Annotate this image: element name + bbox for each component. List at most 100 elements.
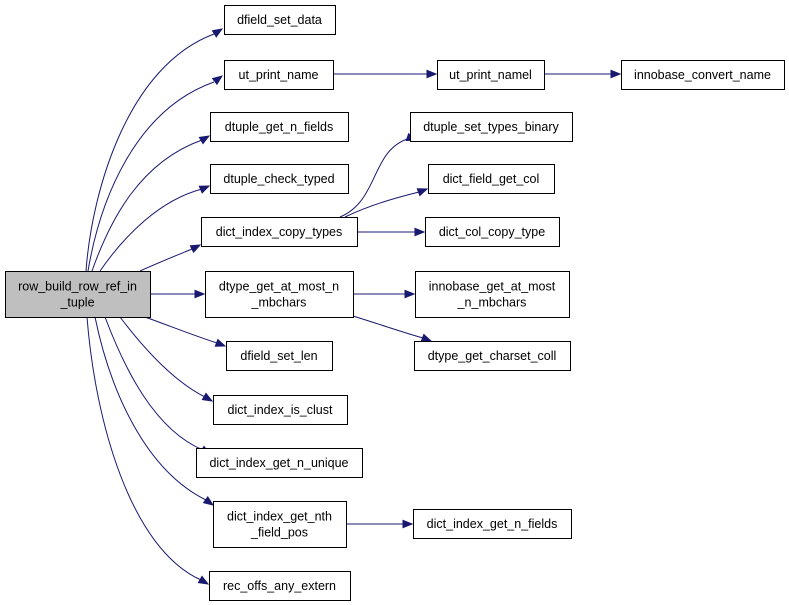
node-box[interactable] (437, 60, 545, 90)
node-dtype-get-at-most-n-mbchars[interactable]: dtype_get_at_most_n_mbchars (205, 271, 354, 318)
node-box[interactable] (196, 448, 363, 478)
node-label: _tuple (59, 296, 94, 310)
node-box[interactable] (209, 571, 351, 601)
edge-root-to-rec-offs-any-extern (86, 316, 210, 585)
node-label: dict_col_copy_type (439, 225, 545, 239)
edge-line (144, 316, 218, 344)
node-dict-field-get-col[interactable]: dict_field_get_col (428, 164, 555, 194)
edge-line (99, 188, 203, 272)
arrowhead (189, 244, 202, 254)
arrowhead (211, 28, 224, 38)
edge-root-to-dfield-set-len (144, 316, 227, 347)
node-box[interactable] (224, 5, 336, 35)
node-layer: row_build_row_ref_in _tuple dfield_set_dat… (5, 5, 785, 601)
node-dtuple-set-types-binary[interactable]: dtuple_set_types_binary (410, 112, 573, 142)
arrowhead (197, 575, 210, 585)
edge-root-to-dict-index-get-nth-field-pos (94, 316, 215, 506)
edge-root-to-dict-index-copy-types (139, 244, 202, 272)
edge-root-to-dtuple-check-typed (99, 185, 211, 272)
node-box[interactable] (410, 112, 573, 142)
node-dict-index-get-n-unique[interactable]: dict_index_get_n_unique (196, 448, 363, 478)
arrowhead (201, 392, 214, 402)
node-label: dtuple_check_typed (223, 172, 334, 186)
node-label: dict_index_is_clust (228, 403, 333, 417)
node-innobase-convert-name[interactable]: innobase_convert_name (621, 60, 785, 90)
node-label: dict_index_get_nth (227, 510, 332, 524)
edge-line (86, 316, 202, 581)
node-label: row_build_row_ref_in (18, 280, 137, 294)
node-box[interactable] (414, 341, 571, 371)
edge-root-to-dict-index-get-n-unique (104, 316, 212, 455)
node-label: dict_index_get_n_fields (427, 517, 558, 531)
edge-line (104, 316, 204, 451)
edge-dtype-get-at-most-n-mbchars-to-dtype-get-charset-coll (352, 315, 433, 342)
edge-layer (85, 28, 622, 585)
node-label: dtuple_get_n_fields (225, 120, 333, 134)
edge-ut-print-name-to-ut-print-namel (333, 69, 438, 79)
node-dict-index-get-n-fields[interactable]: dict_index_get_n_fields (413, 509, 572, 539)
node-label: dfield_set_len (240, 349, 317, 363)
node-box[interactable] (213, 501, 347, 548)
node-dtype-get-charset-coll[interactable]: dtype_get_charset_coll (414, 341, 571, 371)
node-label: _n_mbchars (457, 296, 527, 310)
node-box[interactable] (201, 217, 358, 247)
edge-dict-index-copy-types-to-dict-col-copy-type (357, 227, 426, 237)
edge-line (344, 191, 420, 218)
node-label: dtype_get_at_most_n (219, 280, 339, 294)
edge-line (94, 316, 207, 501)
node-rec-offs-any-extern[interactable]: rec_offs_any_extern (209, 571, 351, 601)
edge-ut-print-namel-to-innobase-convert-name (544, 69, 622, 79)
edge-line (139, 248, 193, 272)
node-label: dfield_set_data (237, 13, 322, 27)
node-innobase-get-at-most-n-mbchars[interactable]: innobase_get_at_most _n_mbchars (415, 271, 570, 318)
arrowhead (198, 185, 211, 194)
node-label: dtype_get_charset_coll (428, 349, 557, 363)
node-root[interactable]: row_build_row_ref_in _tuple (5, 271, 151, 318)
node-dfield-set-data[interactable]: dfield_set_data (224, 5, 336, 35)
node-box[interactable] (5, 271, 151, 318)
arrowhead (420, 333, 433, 342)
node-box[interactable] (428, 164, 555, 194)
node-ut-print-namel[interactable]: ut_print_namel (437, 60, 545, 90)
arrowhead (198, 135, 211, 145)
node-label: dict_index_get_n_unique (209, 456, 348, 470)
edge-line (91, 139, 203, 272)
arrowhead (402, 519, 414, 529)
node-label: innobase_get_at_most (429, 280, 556, 294)
node-dict-col-copy-type[interactable]: dict_col_copy_type (425, 217, 560, 247)
node-box[interactable] (425, 217, 560, 247)
node-box[interactable] (205, 271, 354, 318)
arrowhead (610, 69, 622, 79)
edge-root-to-dtype-get-at-most-n-mbchars (150, 289, 206, 299)
node-dict-index-get-nth-field-pos[interactable]: dict_index_get_nth_field_pos (213, 501, 347, 548)
node-dtuple-get-n-fields[interactable]: dtuple_get_n_fields (210, 112, 349, 142)
node-dtuple-check-typed[interactable]: dtuple_check_typed (210, 164, 349, 194)
edge-root-to-dfield-set-data (85, 28, 224, 272)
node-label: ut_print_name (239, 68, 319, 82)
node-box[interactable] (413, 509, 572, 539)
node-label: rec_offs_any_extern (223, 579, 336, 593)
node-box[interactable] (621, 60, 785, 90)
arrowhead (211, 75, 224, 86)
edge-dict-index-copy-types-to-dtuple-set-types-binary (339, 132, 418, 218)
node-dfield-set-len[interactable]: dfield_set_len (226, 341, 333, 371)
arrowhead (202, 495, 215, 506)
node-ut-print-name[interactable]: ut_print_name (224, 60, 334, 90)
edge-line (119, 316, 206, 398)
node-box[interactable] (210, 112, 349, 142)
node-box[interactable] (213, 395, 348, 425)
arrowhead (404, 289, 416, 299)
node-box[interactable] (415, 271, 570, 318)
edge-root-to-dtuple-get-n-fields (91, 135, 211, 272)
edge-line (85, 33, 215, 272)
node-box[interactable] (210, 164, 349, 194)
node-label: dict_field_get_col (443, 172, 540, 186)
node-box[interactable] (226, 341, 333, 371)
node-dict-index-copy-types[interactable]: dict_index_copy_types (201, 217, 358, 247)
node-box[interactable] (224, 60, 334, 90)
edge-dtype-get-at-most-n-mbchars-to-innobase-get-at-most-n-mbchars (353, 289, 416, 299)
arrowhead (214, 338, 227, 347)
node-label: ut_print_namel (449, 68, 532, 82)
edge-line (339, 137, 411, 218)
node-dict-index-is-clust[interactable]: dict_index_is_clust (213, 395, 348, 425)
